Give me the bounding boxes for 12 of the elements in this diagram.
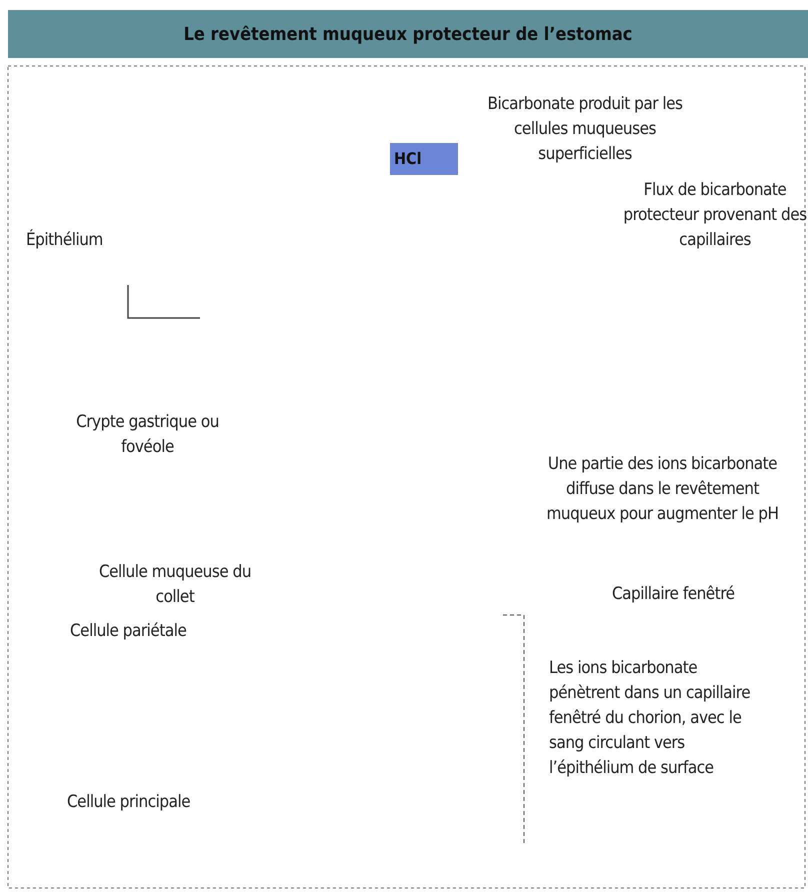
- callout-label: Capillaire fenêtré: [612, 583, 736, 606]
- title-banner: Le revêtement muqueux protecteur de l’estomac: [8, 10, 808, 58]
- callout-label: Les ions bicarbonate pénètrent dans un capillaire fenêtré du chorion, avec le sang circulant vers l’épithélium de surface: [549, 657, 752, 780]
- callout-label: Une partie des ions bicarbonate diffuse dans le revêtement muqueux pour augmenter le pH: [546, 453, 780, 526]
- callout-label: Cellule muqueuse du collet: [98, 561, 252, 609]
- callout-label: Épithélium: [26, 228, 104, 252]
- callout-label: Cellule pariétale: [70, 620, 188, 643]
- callout-label: Crypte gastrique ou fovéole: [75, 411, 220, 459]
- acid-label: HCl: [390, 143, 458, 175]
- callout-label: Flux de bicarbonate protecteur provenant des capillaires: [622, 179, 808, 252]
- callout-label: Bicarbonate produit par les cellules muqueuses superficielles: [486, 93, 684, 166]
- callout-label: Cellule principale: [67, 791, 192, 814]
